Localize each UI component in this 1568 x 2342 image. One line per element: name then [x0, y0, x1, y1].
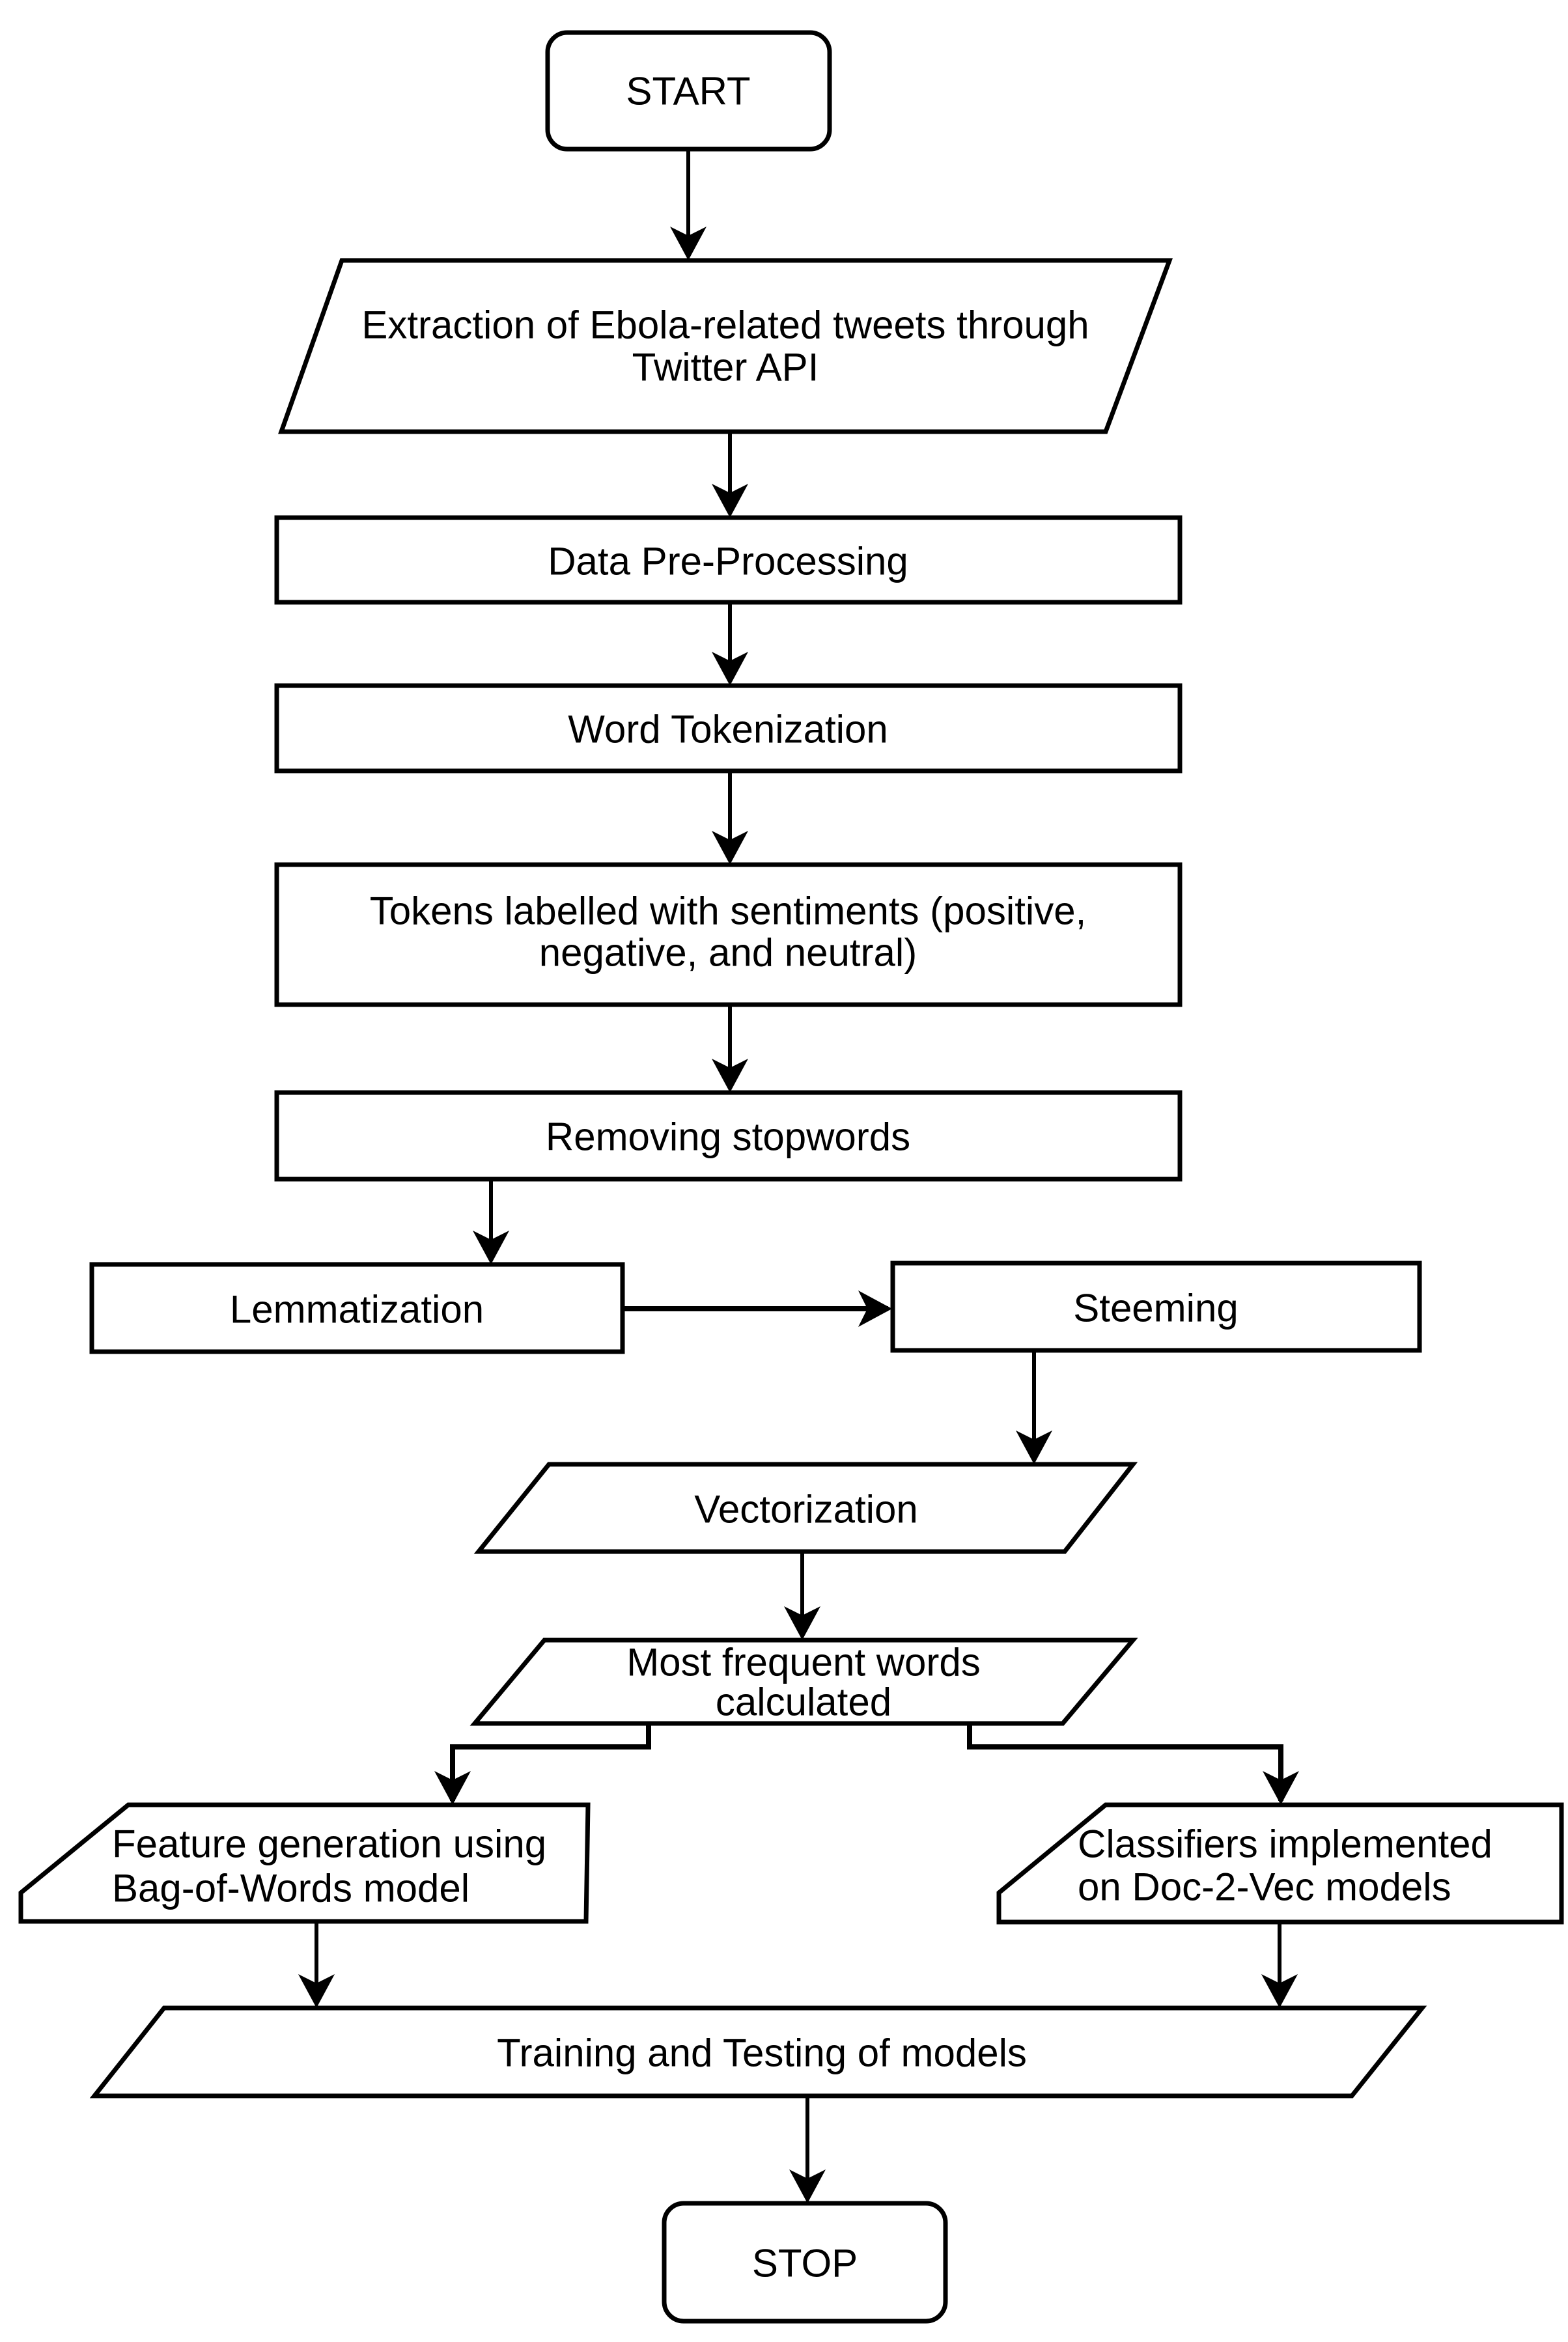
start-terminator-shape — [545, 30, 832, 152]
start-label: START — [626, 70, 750, 113]
arrow-frequent-words-to-doc2vec — [967, 1723, 1299, 1805]
stopwords-label: Removing stopwords — [546, 1115, 910, 1159]
bag-of-words-label-line2: Bag-of-Words model — [112, 1867, 469, 1910]
bag-of-words-label-line1: Feature generation using — [112, 1822, 546, 1866]
doc2vec-label-line1: Classifiers implemented — [1078, 1822, 1492, 1866]
preprocessing-label: Data Pre-Processing — [548, 540, 908, 583]
frequent-words-label-line2: calculated — [716, 1680, 891, 1724]
lemmatization-process-shape — [89, 1262, 625, 1354]
node-vectorization: Vectorization — [473, 1462, 1138, 1554]
training-label: Training and Testing of models — [497, 2031, 1027, 2075]
preprocessing-process-shape — [274, 515, 1183, 605]
node-training: Training and Testing of models — [89, 2005, 1427, 2098]
node-doc2vec: Classifiers implemented on Doc-2-Vec mod… — [996, 1802, 1564, 1925]
tokenization-process-shape — [274, 683, 1183, 774]
extraction-label-line1: Extraction of Ebola-related tweets throu… — [361, 303, 1089, 347]
node-stemming: Steeming — [890, 1261, 1422, 1353]
tokenization-label: Word Tokenization — [568, 708, 888, 751]
doc2vec-label-line2: on Doc-2-Vec models — [1078, 1865, 1451, 1909]
frequent-words-label-line1: Most frequent words — [626, 1641, 981, 1684]
stop-terminator-shape — [662, 2201, 948, 2324]
extraction-label-line2: Twitter API — [632, 346, 819, 389]
labelling-label-line2: negative, and neutral) — [539, 931, 917, 975]
doc2vec-shape — [996, 1802, 1564, 1925]
stemming-label: Steeming — [1073, 1287, 1238, 1330]
node-stopwords: Removing stopwords — [274, 1090, 1183, 1182]
labelling-process-shape — [274, 862, 1183, 1007]
node-labelling: Tokens labelled with sentiments (positiv… — [274, 862, 1183, 1007]
extraction-parallelogram-shape — [278, 258, 1173, 434]
lemmatization-label: Lemmatization — [230, 1288, 484, 1331]
node-extraction: Extraction of Ebola-related tweets throu… — [278, 258, 1173, 434]
bag-of-words-shape — [18, 1802, 591, 1924]
vectorization-label: Vectorization — [694, 1488, 918, 1531]
node-lemmatization: Lemmatization — [89, 1262, 625, 1354]
frequent-words-parallelogram-shape — [469, 1638, 1138, 1726]
labelling-label-line1: Tokens labelled with sentiments (positiv… — [370, 889, 1087, 933]
node-preprocessing: Data Pre-Processing — [274, 515, 1183, 605]
stopwords-process-shape — [274, 1090, 1183, 1182]
node-start: START — [545, 30, 832, 152]
stop-label: STOP — [752, 2242, 858, 2285]
node-frequent-words: Most frequent words calculated — [469, 1638, 1138, 1726]
node-tokenization: Word Tokenization — [274, 683, 1183, 774]
node-bag-of-words: Feature generation using Bag-of-Words mo… — [18, 1802, 591, 1924]
arrow-frequent-words-to-bag-of-words — [434, 1723, 651, 1805]
node-stop: STOP — [662, 2201, 948, 2324]
vectorization-parallelogram-shape — [473, 1462, 1138, 1554]
stemming-process-shape — [890, 1261, 1422, 1353]
training-parallelogram-shape — [89, 2005, 1427, 2098]
